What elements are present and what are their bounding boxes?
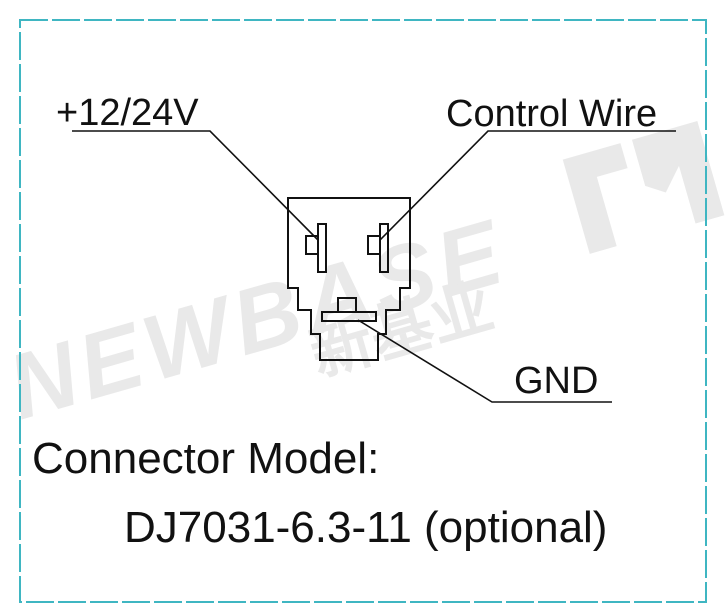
leader-line-control (379, 130, 676, 241)
connector-model-title: Connector Model: (32, 434, 380, 483)
label-gnd: GND (514, 360, 599, 402)
label-power: +12/24V (56, 92, 199, 134)
connector-model-value: DJ7031-6.3-11 (optional) (124, 503, 608, 552)
connector-pin-power (305, 223, 327, 273)
leader-line-power (72, 130, 319, 241)
connector-pin-control (367, 223, 389, 273)
connector-housing (287, 197, 411, 361)
leader-line-gnd (357, 319, 612, 403)
leader-lines (72, 130, 676, 403)
label-control-wire: Control Wire (446, 93, 658, 135)
connector-pin-gnd (321, 297, 377, 322)
watermark-mark-icon (562, 121, 725, 254)
watermark-logo: NEWBASE 新基业 (0, 121, 725, 439)
diagram-frame (19, 19, 707, 603)
